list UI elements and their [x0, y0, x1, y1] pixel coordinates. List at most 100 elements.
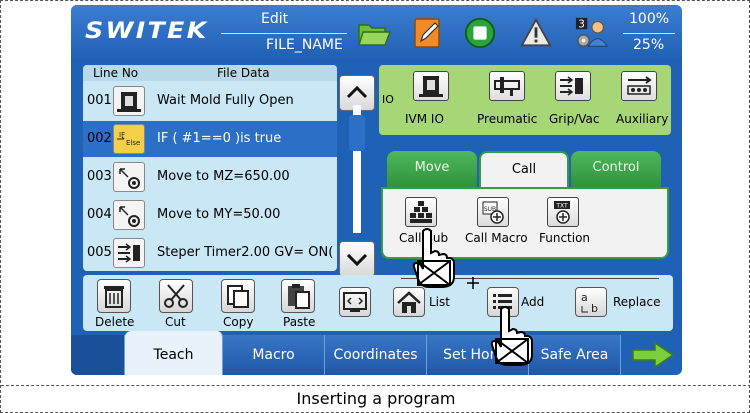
ivm-io-label: IVM IO	[405, 112, 444, 126]
chevron-up-icon	[346, 85, 368, 99]
row-number: 001	[87, 93, 112, 108]
scroll-track[interactable]	[353, 105, 361, 233]
auxiliary-label: Auxiliary	[616, 112, 669, 126]
speed-percent-bottom: 25%	[633, 37, 665, 53]
copy-label: Copy	[223, 315, 254, 329]
sub-tag: SUB	[484, 206, 496, 213]
cut-label: Cut	[165, 315, 186, 329]
txt-tag: TXT	[555, 203, 568, 210]
paste-button[interactable]	[281, 279, 315, 313]
tab-safe-area[interactable]: Safe Area	[529, 335, 621, 375]
folder-open-icon[interactable]	[357, 15, 391, 51]
program-list: Line No File Data 001 Wait Mold Fully Op…	[83, 65, 337, 271]
program-row[interactable]: 003 Move to MZ=650.00	[83, 159, 337, 195]
auxiliary-icon	[627, 76, 652, 95]
replace-icon: ab	[581, 291, 598, 315]
row-number: 004	[87, 207, 112, 222]
list-scrollbar[interactable]	[339, 65, 375, 277]
program-list-header: Line No File Data	[83, 65, 337, 81]
tab-teach[interactable]: Teach	[125, 331, 223, 375]
pneumatic-label: Preumatic	[477, 112, 538, 126]
svg-text:Else: Else	[126, 139, 140, 147]
function-label: Function	[539, 231, 591, 245]
figure-caption: Inserting a program	[296, 389, 456, 408]
ivm-io-button[interactable]	[413, 71, 449, 101]
row-number: 005	[87, 245, 112, 260]
paste-icon	[288, 284, 310, 309]
code-icon	[343, 292, 367, 312]
tab-control[interactable]: Control	[571, 151, 661, 189]
io-label: IO	[382, 93, 394, 106]
next-arrow-icon[interactable]	[631, 341, 675, 369]
edit-pencil-icon[interactable]	[411, 15, 445, 51]
call-macro-label: Call Macro	[465, 231, 528, 245]
code-view-button[interactable]	[339, 287, 371, 317]
header-divider	[221, 33, 347, 34]
grip-vac-label: Grip/Vac	[549, 112, 600, 126]
copy-button[interactable]	[221, 279, 255, 313]
user-settings-icon[interactable]: 3	[575, 15, 609, 51]
call-sub-button[interactable]	[405, 197, 437, 227]
stop-icon[interactable]	[463, 15, 497, 51]
edit-toolbar: Delete Cut Copy Paste List	[83, 275, 673, 331]
svg-text:b: b	[591, 302, 598, 315]
row-text: Wait Mold Fully Open	[157, 93, 294, 108]
copy-icon	[227, 285, 249, 308]
pointer-hand-icon	[412, 228, 455, 288]
program-row[interactable]: 004 Move to MY=50.00	[83, 197, 337, 233]
file-name-label: FILE_NAME	[266, 37, 343, 53]
ivm-io-icon	[419, 76, 443, 97]
svg-text:a: a	[581, 291, 588, 304]
cut-button[interactable]	[159, 279, 193, 313]
brand-logo: SWITEK	[85, 19, 209, 44]
program-row[interactable]: 005 Steper Timer2.00 GV= ON( Gr	[83, 235, 337, 271]
warning-icon[interactable]	[519, 15, 553, 51]
paste-label: Paste	[283, 315, 316, 329]
speed-divider	[623, 33, 675, 34]
row-text: Move to MZ=650.00	[157, 169, 290, 184]
panel-divider	[401, 278, 659, 279]
scissors-icon	[164, 284, 188, 308]
speed-percent-top: 100%	[629, 11, 670, 27]
stepper-icon	[113, 238, 145, 268]
list-button[interactable]	[393, 287, 425, 317]
row-text: Steper Timer2.00 GV= ON( Gr	[157, 245, 337, 260]
col-line-no: Line No	[93, 66, 139, 80]
row-number: 002	[87, 131, 112, 146]
call-macro-button[interactable]: SUB	[477, 197, 509, 227]
tab-move[interactable]: Move	[387, 151, 477, 189]
program-row[interactable]: 001 Wait Mold Fully Open	[83, 83, 337, 119]
function-button[interactable]: TXT	[547, 197, 579, 227]
pneumatic-icon	[494, 77, 520, 96]
footer-spacer	[71, 335, 125, 375]
scroll-thumb[interactable]	[349, 115, 365, 151]
delete-label: Delete	[95, 315, 135, 329]
trash-icon	[104, 286, 124, 308]
tab-coordinates[interactable]: Coordinates	[325, 335, 427, 375]
caption-separator	[1, 385, 750, 386]
chevron-down-icon	[346, 253, 368, 267]
home-icon	[397, 291, 421, 313]
grip-vac-icon	[560, 76, 583, 96]
row-text: Move to MY=50.00	[157, 207, 281, 222]
io-panel: IO IVM IO Preumatic Grip/Vac Auxiliary	[379, 65, 671, 135]
scroll-down-button[interactable]	[339, 241, 375, 277]
call-sub-icon	[410, 201, 432, 223]
auxiliary-button[interactable]	[621, 71, 657, 101]
pneumatic-button[interactable]	[489, 71, 525, 101]
replace-label: Replace	[613, 295, 661, 309]
tab-macro[interactable]: Macro	[223, 335, 325, 375]
axis-move-icon	[113, 200, 145, 230]
function-icon: TXT	[554, 201, 570, 224]
delete-button[interactable]	[97, 279, 131, 313]
add-label: Add	[521, 295, 545, 309]
tab-call[interactable]: Call	[479, 151, 569, 189]
call-macro-icon: SUB	[482, 201, 504, 224]
pointer-hand-icon	[490, 306, 533, 366]
grip-vac-button[interactable]	[555, 71, 591, 101]
hmi-screen: SWITEK Edit FILE_NAME	[71, 5, 682, 375]
